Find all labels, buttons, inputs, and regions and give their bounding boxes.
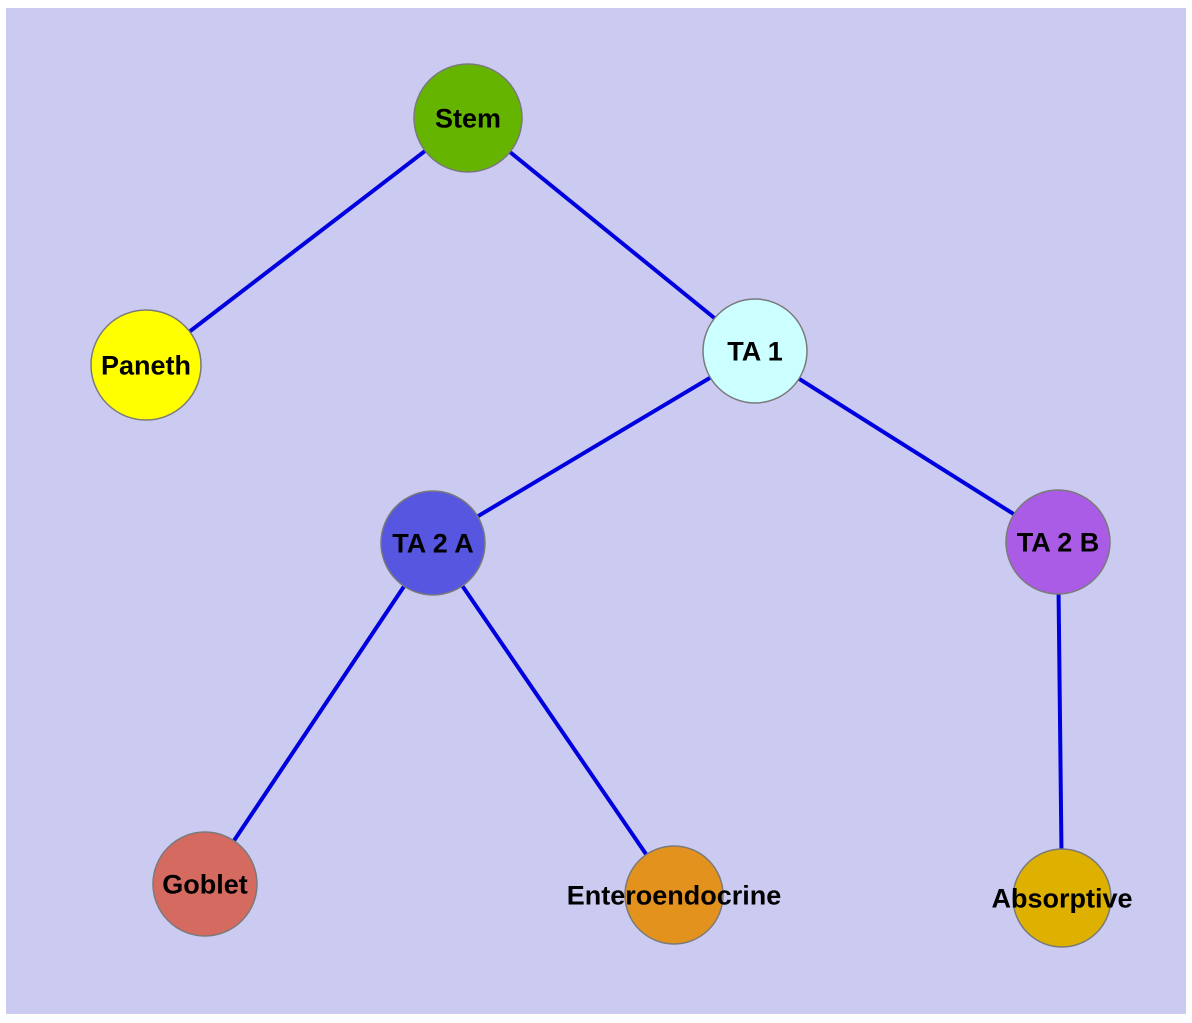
edge-ta2a-goblet — [203, 541, 435, 886]
node-circle-paneth[interactable] — [90, 309, 202, 421]
node-circle-stem[interactable] — [413, 63, 523, 173]
edge-stem-paneth — [144, 116, 470, 367]
node-circle-goblet[interactable] — [152, 831, 258, 937]
edge-ta1-ta2a — [431, 349, 757, 545]
node-circle-ta2a[interactable] — [380, 490, 486, 596]
node-circle-enteroendocrine[interactable] — [624, 845, 724, 945]
node-circle-ta1[interactable] — [702, 298, 808, 404]
edge-ta2a-enteroendocrine — [431, 541, 676, 897]
graph-node-stem[interactable]: Stem — [413, 63, 523, 173]
edge-stem-ta1 — [466, 116, 757, 353]
graph-node-ta2b[interactable]: TA 2 B — [1005, 489, 1111, 595]
edge-ta1-ta2b — [753, 349, 1060, 544]
graph-node-ta1[interactable]: TA 1 — [702, 298, 808, 404]
edge-ta2b-absorptive — [1056, 541, 1064, 899]
node-circle-ta2b[interactable] — [1005, 489, 1111, 595]
graph-node-paneth[interactable]: Paneth — [90, 309, 202, 421]
graph-node-goblet[interactable]: Goblet — [152, 831, 258, 937]
graph-node-ta2a[interactable]: TA 2 A — [380, 490, 486, 596]
node-circle-absorptive[interactable] — [1012, 848, 1112, 948]
edges-layer — [144, 116, 1064, 899]
